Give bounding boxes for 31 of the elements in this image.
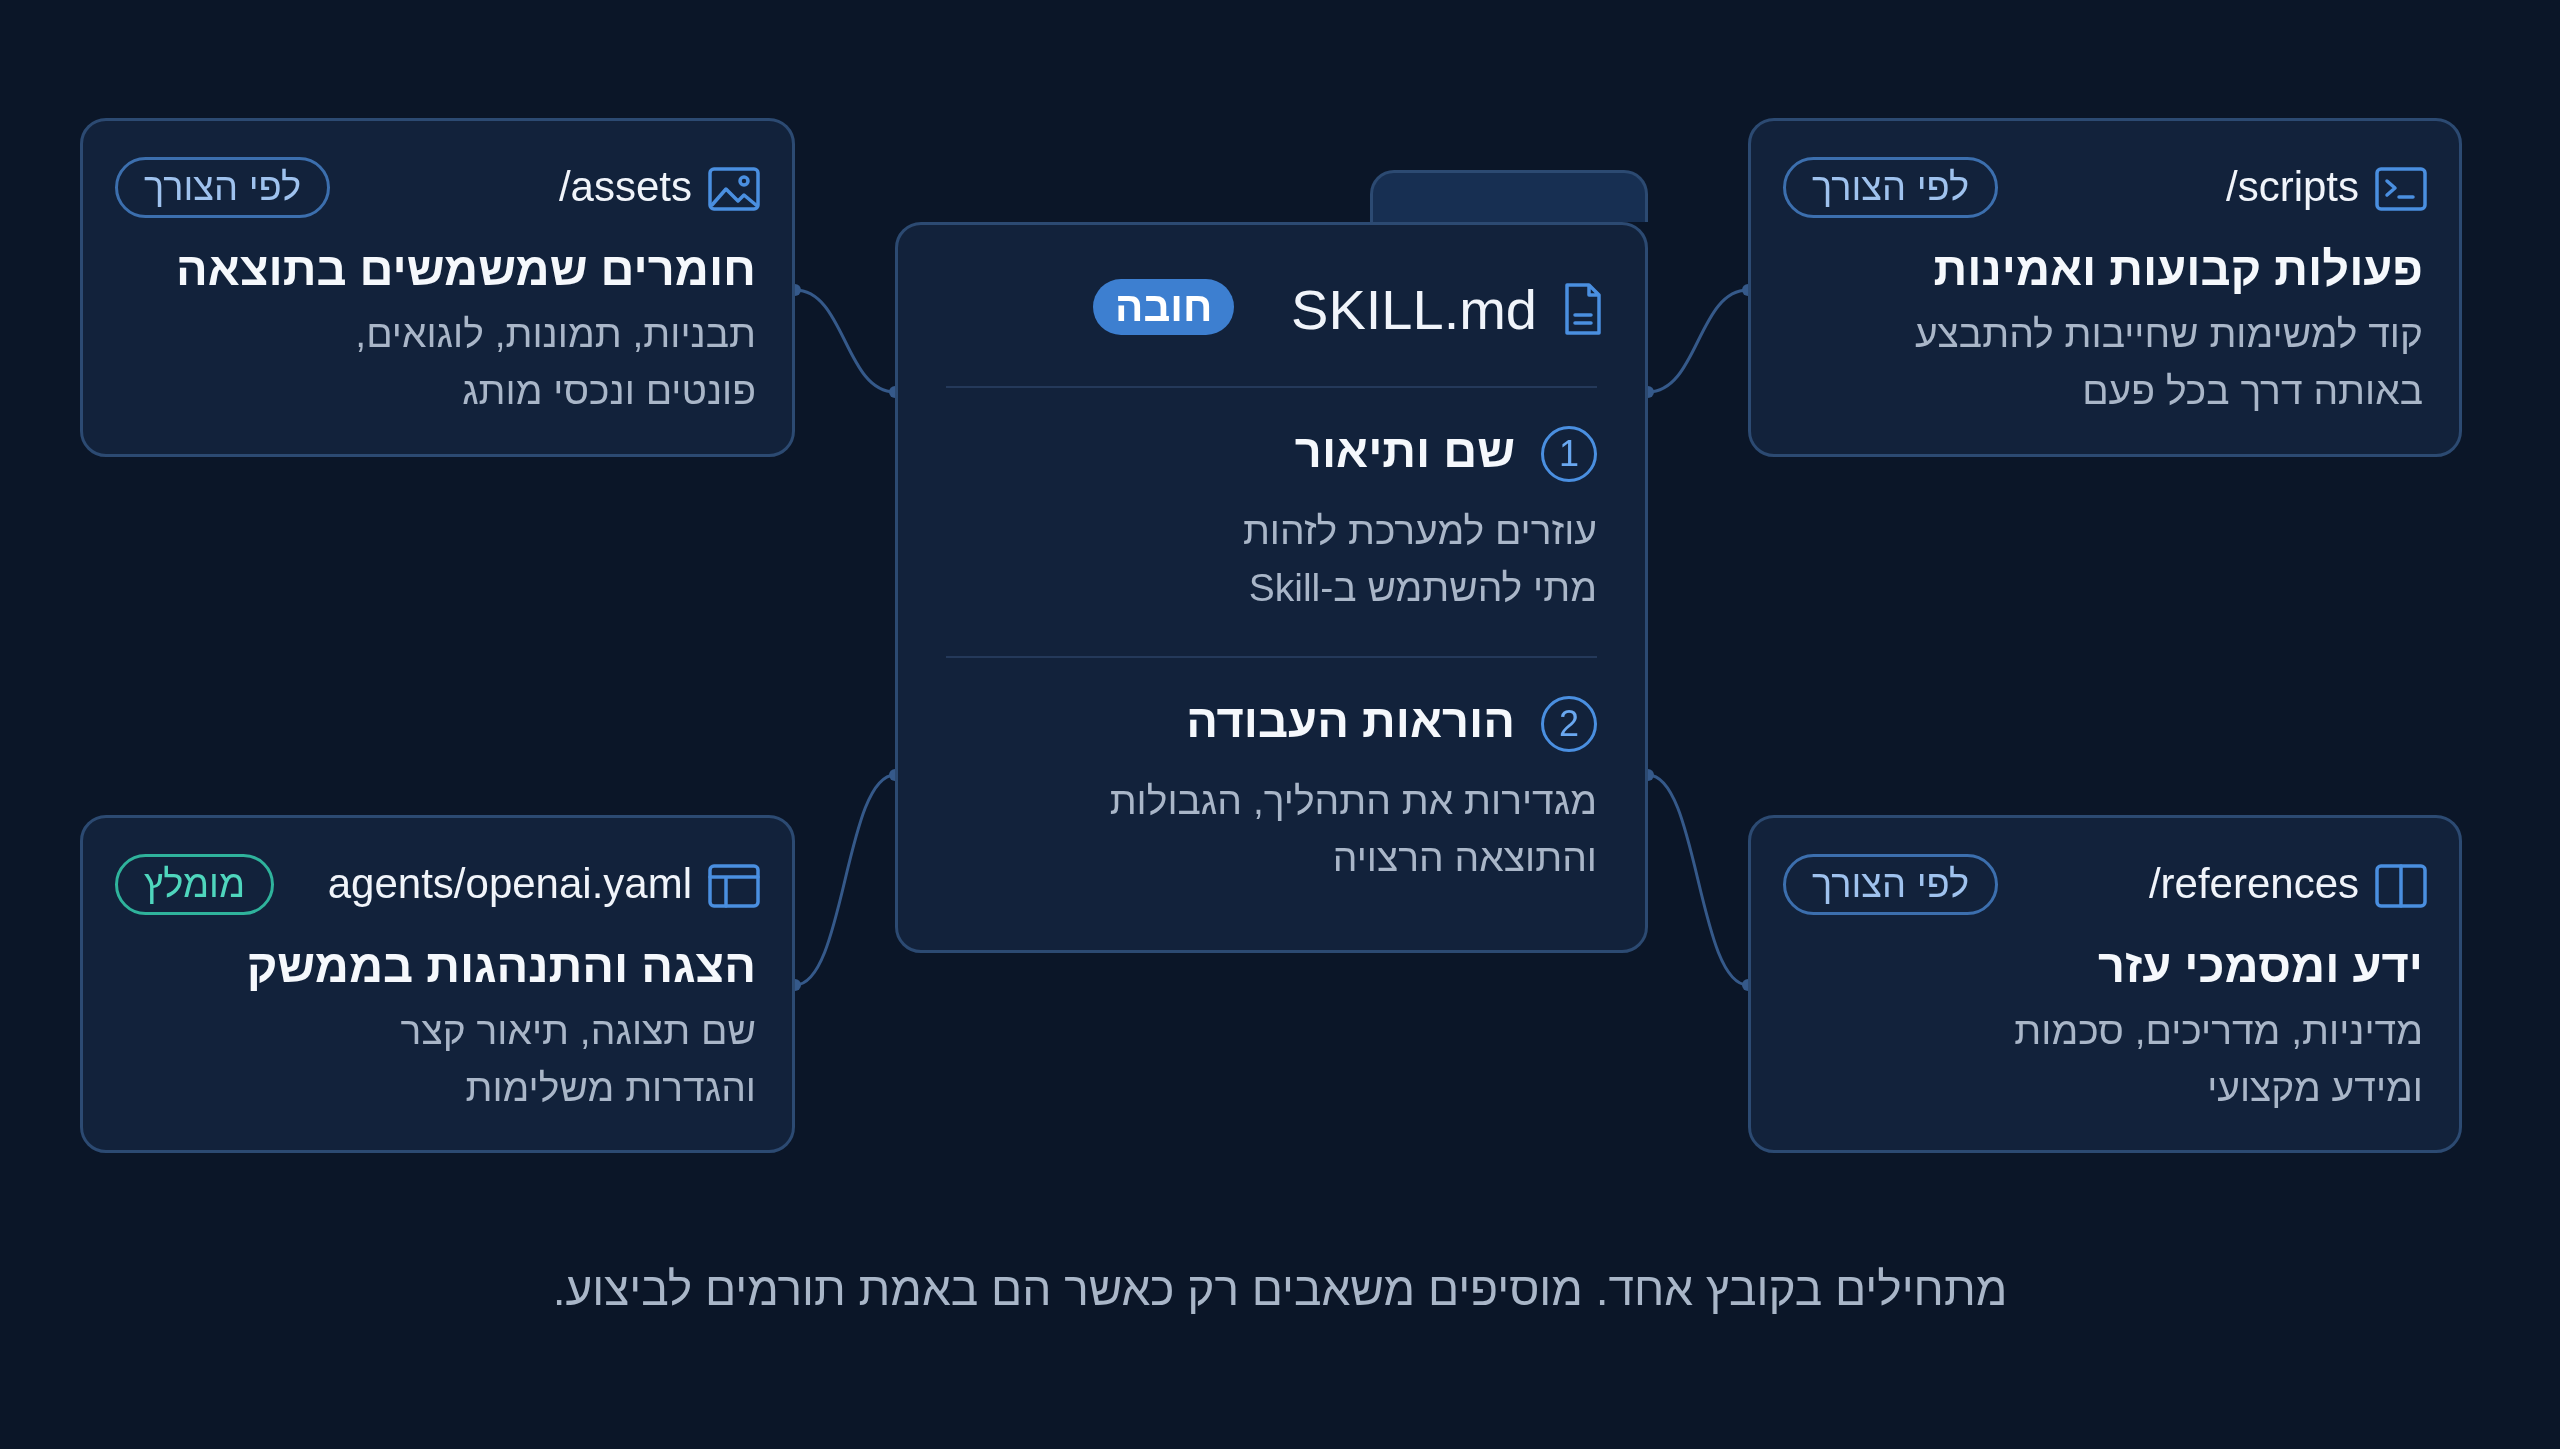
card-title: הצגה והתנהגות בממשק	[246, 938, 756, 993]
card-title: פעולות קבועות ואמינות	[1933, 241, 2423, 296]
step-number: 1	[1541, 426, 1597, 482]
file-path: /assets	[558, 163, 692, 211]
card	[80, 118, 795, 457]
card	[1748, 815, 2462, 1153]
section-description: עוזרים למערכת לזהות מתי להשתמש ב-Skill	[1241, 508, 1597, 611]
card-title: חומרים שמשמשים בתוצאה	[176, 241, 756, 296]
section-title: שם ותיאור	[1294, 423, 1515, 478]
file-path: /scripts	[2226, 163, 2359, 211]
caption: מתחילים בקובץ אחד. מוסיפים משאבים רק כאשר הם באמת תורמים לביצוע.	[551, 1262, 2009, 1316]
card-description: תבניות, תמונות, לוגואים, פונטים ונכסי מותג	[354, 311, 756, 414]
card	[1748, 118, 2462, 457]
section-title: הוראות העבודה	[1186, 693, 1515, 748]
file-name: SKILL.md	[1291, 277, 1537, 342]
card-description: מדיניות, מדריכים, סכמות ומידע מקצועי	[2013, 1008, 2423, 1111]
card-description: שם תצוגה, תיאור קצר והגדרות משלימות	[399, 1008, 756, 1111]
status-badge: חובה	[1093, 279, 1235, 335]
file-path: agents/openai.yaml	[327, 860, 692, 908]
card	[80, 815, 795, 1153]
status-badge: לפי הצורך	[1783, 854, 1999, 915]
status-badge: לפי הצורך	[115, 157, 331, 218]
status-badge: לפי הצורך	[1783, 157, 1999, 218]
section-description: מגדירות את התהליך, הגבולות והתוצאה הרצויה	[1108, 778, 1597, 881]
file-path: /references	[2148, 860, 2359, 908]
card-description: קוד למשימות שחייבות להתבצע באותה דרך בכל פעם	[1913, 311, 2423, 414]
step-number: 2	[1541, 696, 1597, 752]
folder-tab	[1370, 170, 1648, 222]
status-badge: מומלץ	[115, 854, 274, 915]
card-title: ידע ומסמכי עזר	[2098, 938, 2423, 993]
card	[895, 222, 1648, 953]
